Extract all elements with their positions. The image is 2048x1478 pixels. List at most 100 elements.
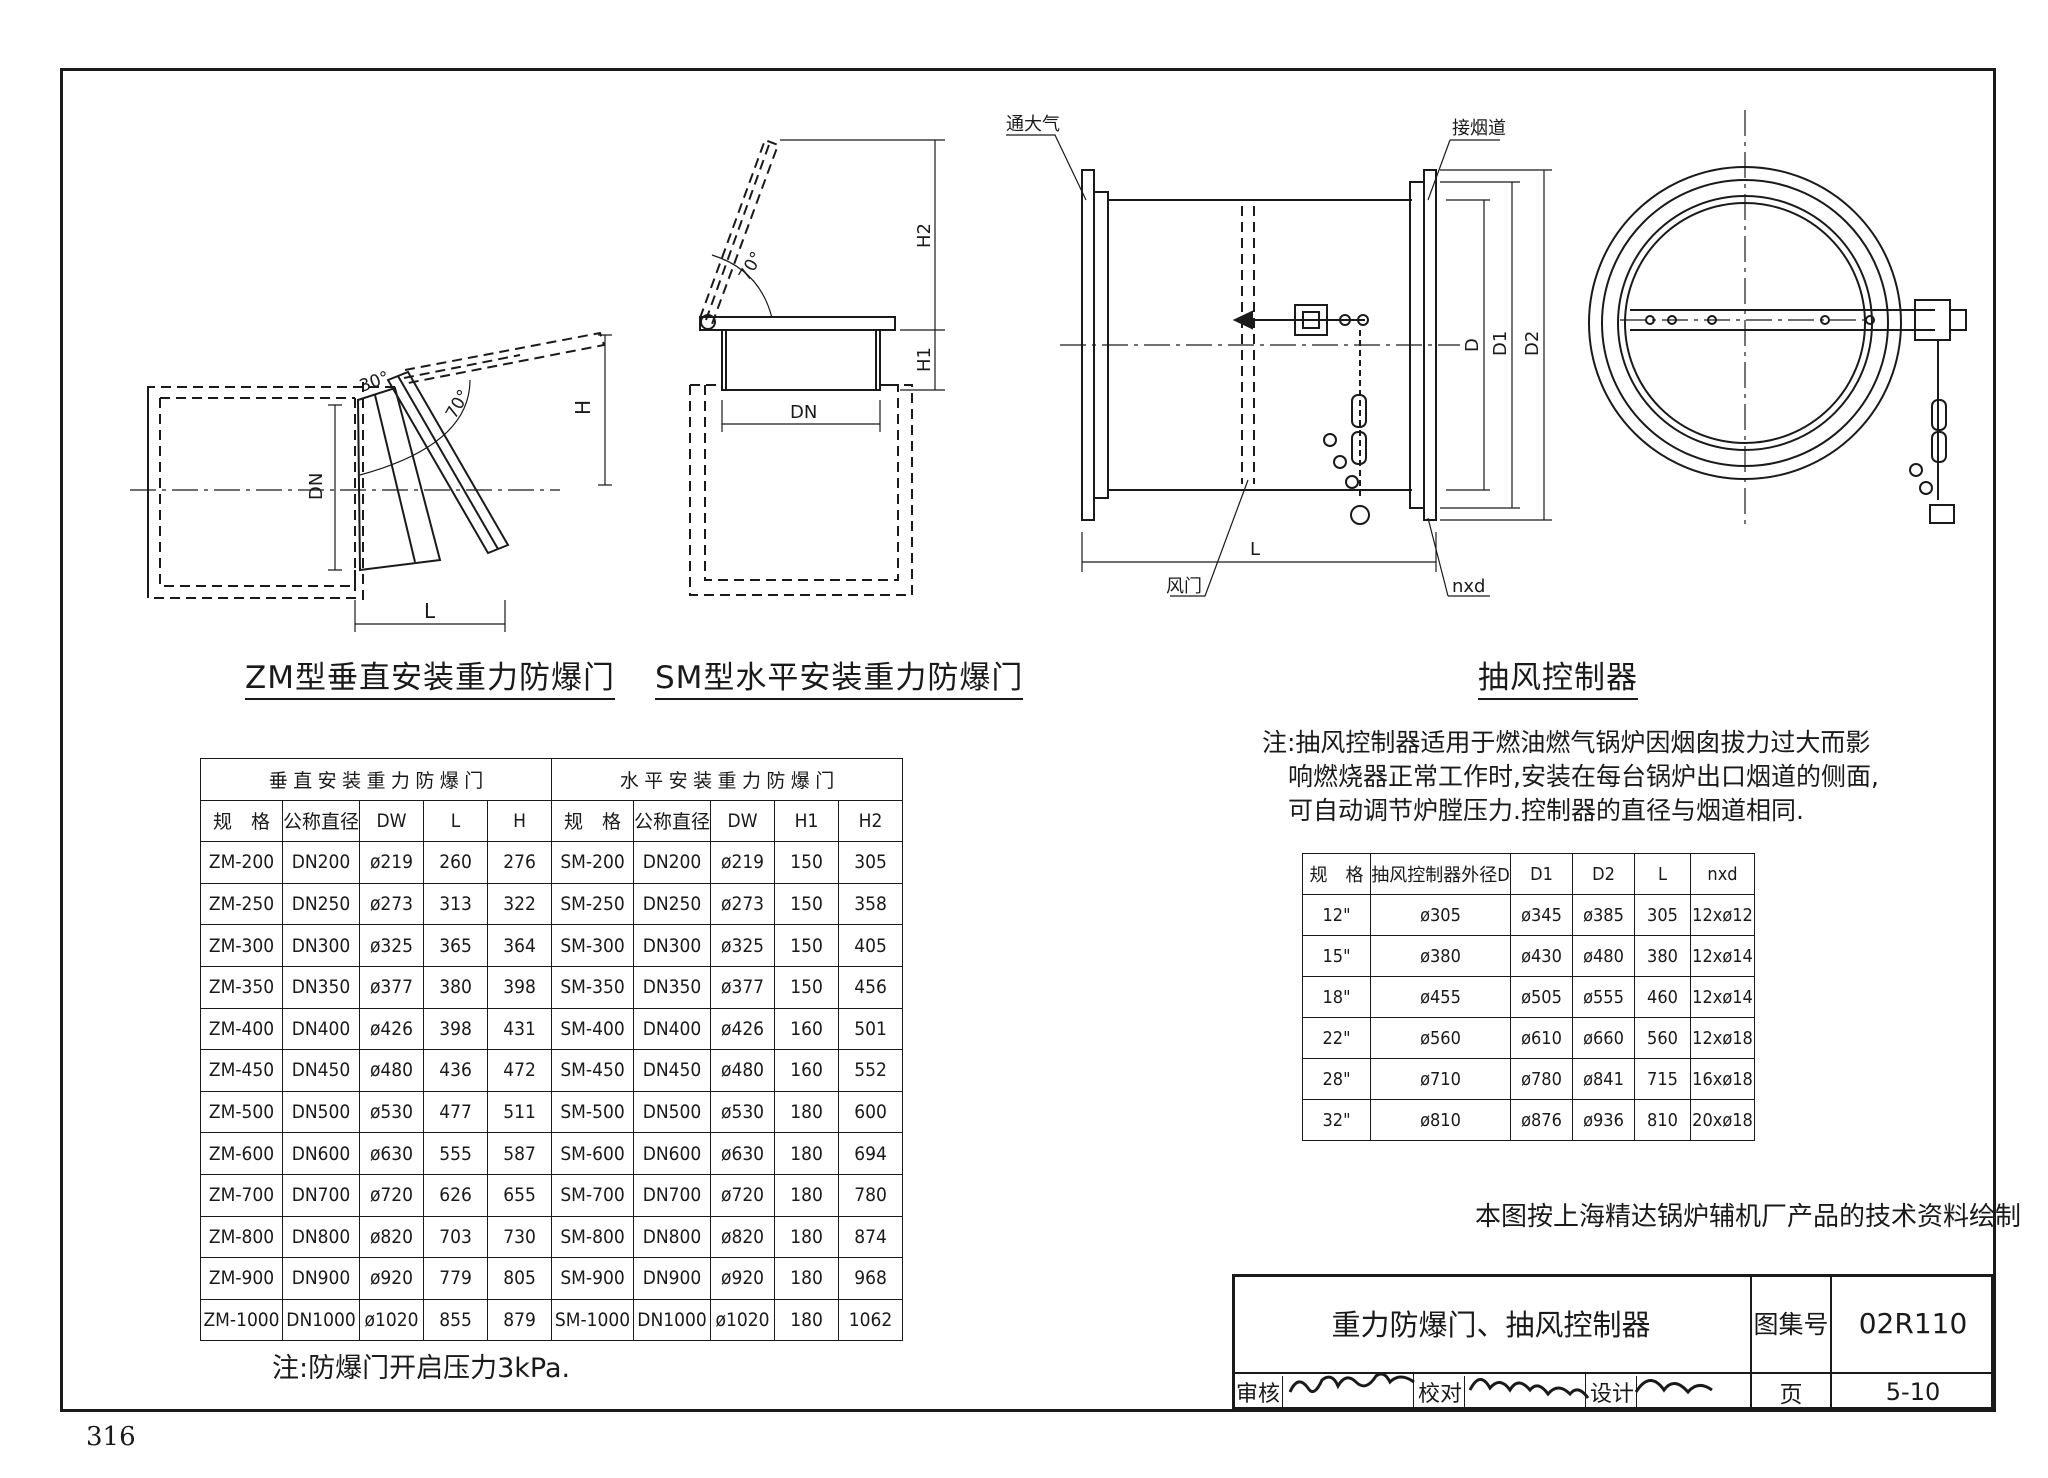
table-cell: ø273 — [710, 882, 776, 926]
signature-design — [1634, 1379, 1713, 1395]
table-cell: 600 — [838, 1090, 904, 1134]
table-cell: 780 — [838, 1173, 904, 1217]
table-cell: DN800 — [281, 1215, 361, 1259]
table-cell: ZM-1000 — [200, 1298, 283, 1342]
controller-column-header: D1 — [1510, 853, 1573, 895]
controller-note-line: 注:抽风控制器适用于燃油燃气锅炉因烟囱拔力过大而影 — [1262, 728, 1871, 757]
table-cell: ø305 — [1370, 894, 1511, 936]
table-cell: DN900 — [281, 1257, 361, 1300]
review-signature — [1283, 1374, 1414, 1410]
table-cell: DN900 — [633, 1257, 712, 1300]
door-column-header: DW — [359, 799, 425, 843]
table-cell: ø1020 — [710, 1298, 776, 1342]
table-cell: DN300 — [281, 924, 361, 967]
table-cell: 715 — [1634, 1058, 1691, 1100]
table-cell: ø345 — [1510, 894, 1573, 936]
table-cell: 322 — [487, 882, 553, 926]
table-cell: ø380 — [1370, 935, 1511, 977]
door-spec-table: 垂 直 安 装 重 力 防 爆 门 水 平 安 装 重 力 防 爆 门 规 格公… — [199, 758, 904, 1342]
table-cell: SM-500 — [551, 1090, 635, 1134]
table-cell: DN600 — [281, 1132, 361, 1175]
ctrl-d-dim: D — [1462, 338, 1483, 352]
zm-l-dim: L — [424, 599, 436, 623]
table-cell: SM-900 — [551, 1257, 635, 1300]
table-cell: 855 — [423, 1298, 489, 1342]
controller-column-header: 规 格 — [1302, 853, 1371, 895]
table-cell: ø480 — [1572, 935, 1635, 977]
table-cell: 16xø18 — [1690, 1058, 1755, 1100]
horizontal-group-header: 水 平 安 装 重 力 防 爆 门 — [551, 758, 904, 801]
door-group-header-row: 垂 直 安 装 重 力 防 爆 门 水 平 安 装 重 力 防 爆 门 — [199, 758, 904, 801]
table-cell: 380 — [1634, 935, 1691, 977]
table-cell: ZM-500 — [200, 1090, 283, 1134]
sm-h1-dim: H1 — [914, 347, 935, 372]
label-flue: 接烟道 — [1452, 118, 1506, 139]
review-label: 审核 — [1232, 1376, 1283, 1408]
table-cell: 552 — [838, 1049, 904, 1092]
page-no: 5-10 — [1885, 1378, 1941, 1406]
table-cell: 20xø18 — [1690, 1099, 1755, 1141]
label-damper: 风门 — [1166, 576, 1202, 597]
table-cell: 511 — [487, 1090, 553, 1134]
ctrl-d1-dim: D1 — [1490, 331, 1511, 356]
zm-h-dim: H — [571, 400, 595, 415]
table-cell: 15" — [1302, 935, 1371, 977]
table-cell: ZM-800 — [200, 1215, 283, 1259]
table-cell: 358 — [838, 882, 904, 926]
controller-column-header: L — [1634, 853, 1691, 895]
door-column-header: DW — [710, 799, 776, 843]
door-column-header: H1 — [774, 799, 840, 843]
title-block-main — [1232, 1274, 1994, 1410]
table-cell: ZM-350 — [200, 965, 283, 1009]
table-cell: DN600 — [633, 1132, 712, 1175]
table-cell: ø480 — [359, 1049, 425, 1092]
table-cell: ZM-200 — [200, 841, 283, 884]
table-cell: ø480 — [710, 1049, 776, 1092]
table-cell: 32" — [1302, 1099, 1371, 1141]
table-cell: ø876 — [1510, 1099, 1573, 1141]
table-cell: ø426 — [359, 1007, 425, 1051]
table-cell: DN350 — [633, 965, 712, 1009]
table-cell: ZM-250 — [200, 882, 283, 926]
table-cell: DN200 — [281, 841, 361, 884]
table-cell: ø630 — [710, 1132, 776, 1175]
table-cell: 180 — [774, 1132, 840, 1175]
controller-caption: 抽风控制器 — [1478, 652, 1638, 700]
table-cell: SM-800 — [551, 1215, 635, 1259]
table-cell: ZM-450 — [200, 1049, 283, 1092]
table-cell: 968 — [838, 1257, 904, 1300]
table-cell: ø920 — [710, 1257, 776, 1300]
page-label-cell: 页 — [1752, 1374, 1832, 1410]
table-cell: SM-400 — [551, 1007, 635, 1051]
table-cell: 874 — [838, 1215, 904, 1259]
table-cell: 398 — [487, 965, 553, 1009]
zm-dn-dim: DN — [306, 473, 327, 500]
table-cell: ø385 — [1572, 894, 1635, 936]
ctrl-l-dim: L — [1250, 539, 1260, 560]
atlas-label-cell: 图集号 — [1752, 1274, 1832, 1374]
title-cell: 重力防爆门、抽风控制器 — [1232, 1274, 1752, 1374]
table-cell: SM-250 — [551, 882, 635, 926]
drawing-frame — [60, 68, 1996, 1412]
table-cell: DN500 — [633, 1090, 712, 1134]
atlas-number: 02R110 — [1858, 1306, 1968, 1340]
zm-caption: ZM型垂直安装重力防爆门 — [245, 652, 615, 700]
table-cell: ø219 — [359, 841, 425, 884]
table-cell: 180 — [774, 1298, 840, 1342]
table-cell: 1062 — [838, 1298, 904, 1342]
table-cell: 398 — [423, 1007, 489, 1051]
atlas-no-cell: 02R110 — [1832, 1274, 1994, 1374]
table-cell: DN1000 — [633, 1298, 712, 1342]
